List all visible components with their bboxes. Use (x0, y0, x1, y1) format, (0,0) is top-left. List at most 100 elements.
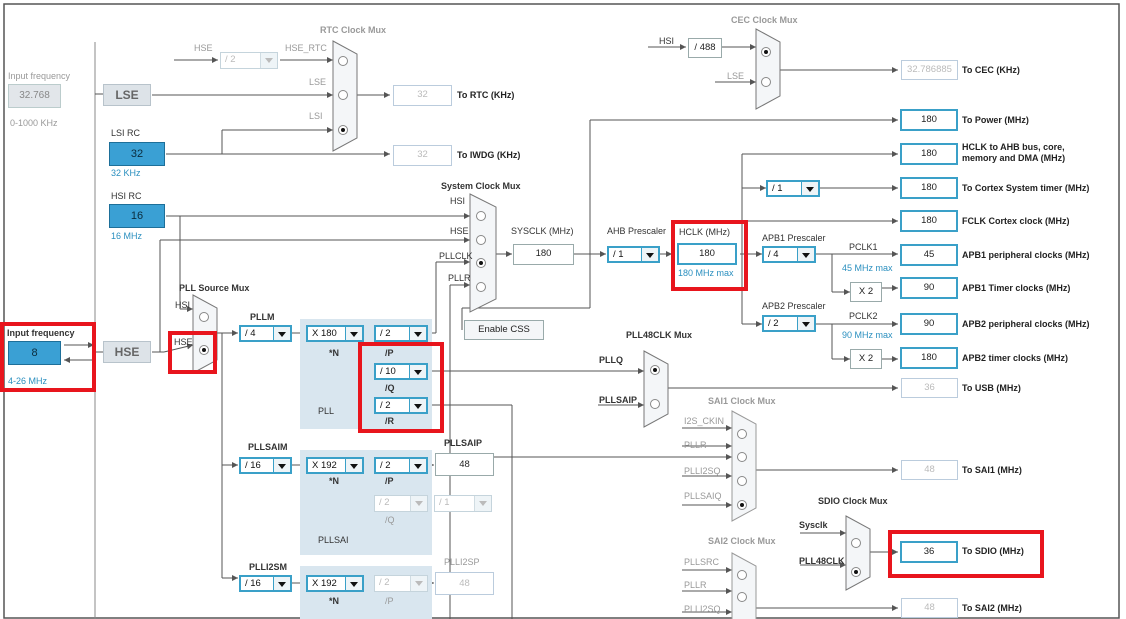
sai2-clock-mux[interactable] (731, 552, 757, 619)
apb2-prescaler-value: / 2 (768, 318, 779, 329)
pll48-radio-pllsaip[interactable] (650, 399, 660, 409)
sysclk-value[interactable]: 180 (513, 244, 574, 265)
hclk-value-field[interactable]: 180 (677, 243, 737, 265)
chevron-down-icon (801, 182, 818, 195)
rtc-radio-lsi[interactable] (338, 125, 348, 135)
sdio-clock-mux[interactable] (845, 515, 871, 591)
sai1-radio-pllsaiq[interactable] (737, 500, 747, 510)
rtc-output-label: To RTC (KHz) (457, 90, 515, 100)
pllsaiq-select[interactable]: / 2 (374, 495, 428, 512)
pllsaim-select[interactable]: / 16 (239, 457, 292, 474)
rtc-radio-lse[interactable] (338, 90, 348, 100)
sysclk-radio-pllclk[interactable] (476, 258, 486, 268)
output-apb2-peripheral-value[interactable]: 90 (900, 313, 958, 335)
lse-oscillator: LSE (103, 84, 151, 106)
sysclk-radio-hsi[interactable] (476, 211, 486, 221)
output-apb2-timer-value[interactable]: 180 (900, 347, 958, 369)
plli2s-panel (300, 566, 432, 619)
hsi-rc-value: 16 (109, 204, 165, 228)
sysclk-title: SYSCLK (MHz) (511, 226, 574, 236)
plli2sp-select[interactable]: / 2 (374, 575, 428, 592)
sai1-in-i2s-ckin: I2S_CKIN (684, 416, 725, 426)
plli2sm-title: PLLI2SM (249, 562, 288, 572)
cec-mux-title: CEC Clock Mux (731, 15, 798, 25)
output-fclk-value[interactable]: 180 (900, 210, 958, 232)
usb-output-value: 36 (901, 378, 958, 398)
pllsrc-radio-hsi[interactable] (199, 312, 209, 322)
apb2-prescaler-select[interactable]: / 2 (762, 315, 816, 332)
sai2-radio-pllr[interactable] (737, 592, 747, 602)
pllsai-name: PLLSAI (318, 535, 349, 545)
sysclk-radio-hse[interactable] (476, 235, 486, 245)
sai1-clock-mux[interactable] (731, 410, 757, 522)
lse-input-range: 0-1000 KHz (10, 118, 58, 128)
plli2sm-select[interactable]: / 16 (239, 575, 292, 592)
rtc-hse-divider-select[interactable]: / 2 (220, 52, 278, 69)
pll48-radio-pllq[interactable] (650, 365, 660, 375)
sai1-output-value: 48 (901, 460, 958, 480)
pllr-value: / 2 (380, 400, 391, 411)
output-cortex-timer-value[interactable]: 180 (900, 177, 958, 199)
pclk1-label: PCLK1 (849, 242, 878, 252)
pll48clk-mux[interactable] (643, 350, 669, 428)
highlight-pll-source-hse (168, 331, 217, 374)
output-hclk-label: HCLK to AHB bus, core, (962, 142, 1065, 152)
output-fclk-label: FCLK Cortex clock (MHz) (962, 216, 1070, 226)
sdio-output-value[interactable]: 36 (900, 541, 958, 563)
output-apb1-peripheral-value[interactable]: 45 (900, 244, 958, 266)
output-power-value[interactable]: 180 (900, 109, 958, 131)
sai1-in-pllr: PLLR (684, 440, 707, 450)
sdio-radio-pll48clk[interactable] (851, 567, 861, 577)
pll-name: PLL (318, 406, 335, 416)
sai1-radio-pllr[interactable] (737, 452, 747, 462)
output-hclk-value[interactable]: 180 (900, 143, 958, 165)
plln-select[interactable]: X 180 (306, 325, 364, 342)
pllm-select[interactable]: / 4 (239, 325, 292, 342)
sai1-radio-i2s-ckin[interactable] (737, 429, 747, 439)
sysclk-radio-pllr[interactable] (476, 282, 486, 292)
sai2-mux-title: SAI2 Clock Mux (708, 536, 776, 546)
highlight-pll-pqr (358, 342, 444, 433)
pllsaiq-value: / 2 (379, 497, 390, 508)
sai2-radio-pllsrc[interactable] (737, 570, 747, 580)
rtc-in-hse: HSE (194, 43, 213, 53)
pllsaiq-divider-select[interactable]: / 1 (434, 495, 492, 512)
hse-input-frequency-field[interactable]: 8 (8, 341, 61, 365)
output-apb1-timer-label: APB1 Timer clocks (MHz) (962, 283, 1071, 293)
lsi-rc-unit: 32 KHz (111, 168, 141, 178)
chevron-down-icon (797, 317, 814, 330)
iwdg-output-value: 32 (393, 145, 452, 166)
enable-css-button[interactable]: Enable CSS (464, 320, 544, 340)
pllsaiq-label: /Q (385, 515, 395, 525)
pllsaiq-divider-value: / 1 (439, 497, 450, 508)
pllm-title: PLLM (250, 312, 275, 322)
pllsrc-radio-hse[interactable] (199, 345, 209, 355)
rtc-radio-hse[interactable] (338, 56, 348, 66)
pllsain-select[interactable]: X 192 (306, 457, 364, 474)
pllsaip-select[interactable]: / 2 (374, 457, 428, 474)
plli2sn-select[interactable]: X 192 (306, 575, 364, 592)
pllq-select[interactable]: / 10 (374, 363, 428, 380)
cec-radio-lse[interactable] (761, 77, 771, 87)
ahb-prescaler-select[interactable]: / 1 (607, 246, 660, 263)
ahb-prescaler-value: / 1 (613, 249, 624, 260)
chevron-down-icon (409, 399, 426, 412)
lsi-rc-title: LSI RC (111, 128, 141, 138)
pllp-select[interactable]: / 2 (374, 325, 428, 342)
cec-radio-hsi[interactable] (761, 47, 771, 57)
sdio-radio-sysclk[interactable] (851, 538, 861, 548)
lse-input-frequency-field[interactable]: 32.768 (8, 84, 61, 108)
plli2sn-value: X 192 (312, 578, 337, 589)
sdio-in-sysclk: Sysclk (799, 520, 828, 530)
output-apb1-timer-value[interactable]: 90 (900, 277, 958, 299)
apb1-prescaler-select[interactable]: / 4 (762, 246, 816, 263)
apb2-max: 90 MHz max (842, 330, 893, 340)
apb2-timer-multiplier: X 2 (850, 349, 882, 369)
pllr-select[interactable]: / 2 (374, 397, 428, 414)
cec-clock-mux[interactable] (755, 28, 781, 110)
pllsain-value: X 192 (312, 460, 337, 471)
pllsaip-value: / 2 (380, 460, 391, 471)
cortex-timer-divider-select[interactable]: / 1 (766, 180, 820, 197)
sai1-radio-plli2sq[interactable] (737, 476, 747, 486)
pll48clk-mux-title: PLL48CLK Mux (626, 330, 693, 340)
